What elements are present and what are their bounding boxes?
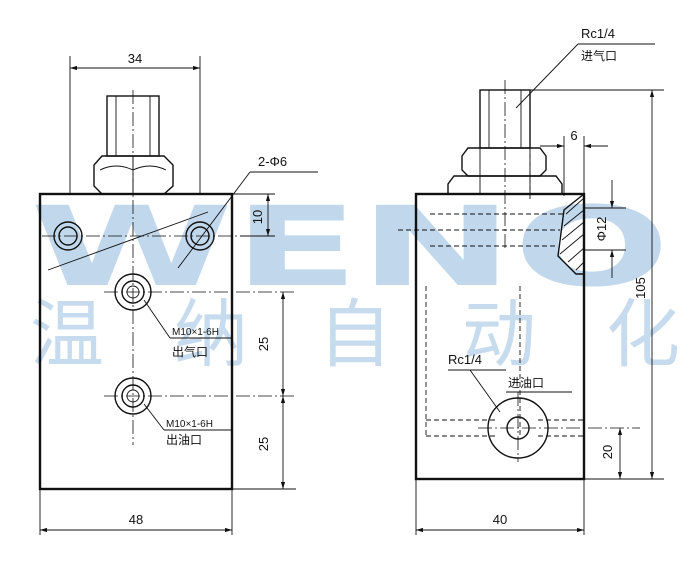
side-body [414, 192, 586, 481]
hole-callout: 2-Φ6 [258, 154, 287, 169]
watermark-chinese: 温 纳 自 动 化 [30, 292, 680, 378]
dim-10: 10 [250, 210, 265, 224]
side-view: Rc1/4 进气口 6 Φ12 105 20 40 Rc1/4 进油口 [398, 26, 664, 535]
oil-out-thread: M10×1-6H [166, 419, 213, 430]
air-out-port [114, 273, 152, 311]
air-out-thread: M10×1-6H [172, 327, 219, 338]
front-view: 34 48 10 25 25 2-Φ6 M10×1-6H 出气口 M10×1-6… [38, 51, 318, 535]
watermark-latin: WENO [30, 183, 670, 311]
mount-hole-left [53, 221, 83, 251]
dim-6: 6 [570, 128, 577, 143]
dim-48: 48 [129, 512, 143, 527]
air-out-label: 出气口 [172, 344, 208, 359]
dim-bore: Φ12 [594, 217, 609, 242]
dim-20: 20 [600, 445, 615, 459]
dim-34: 34 [128, 51, 142, 66]
oil-in-thread: Rc1/4 [448, 352, 482, 367]
dim-25-upper: 25 [256, 337, 271, 351]
watermark: WENO 温 纳 自 动 化 [30, 183, 680, 378]
air-in-thread: Rc1/4 [581, 26, 615, 41]
oil-out-label: 出油口 [166, 433, 202, 447]
mount-hole-right [185, 221, 215, 251]
oil-in-label: 进油口 [508, 376, 544, 390]
dim-25-lower: 25 [256, 437, 271, 451]
dim-105: 105 [633, 277, 648, 299]
oil-out-port [114, 377, 152, 415]
front-body [38, 192, 234, 491]
air-in-label: 进气口 [581, 48, 617, 63]
dim-40: 40 [493, 512, 507, 527]
